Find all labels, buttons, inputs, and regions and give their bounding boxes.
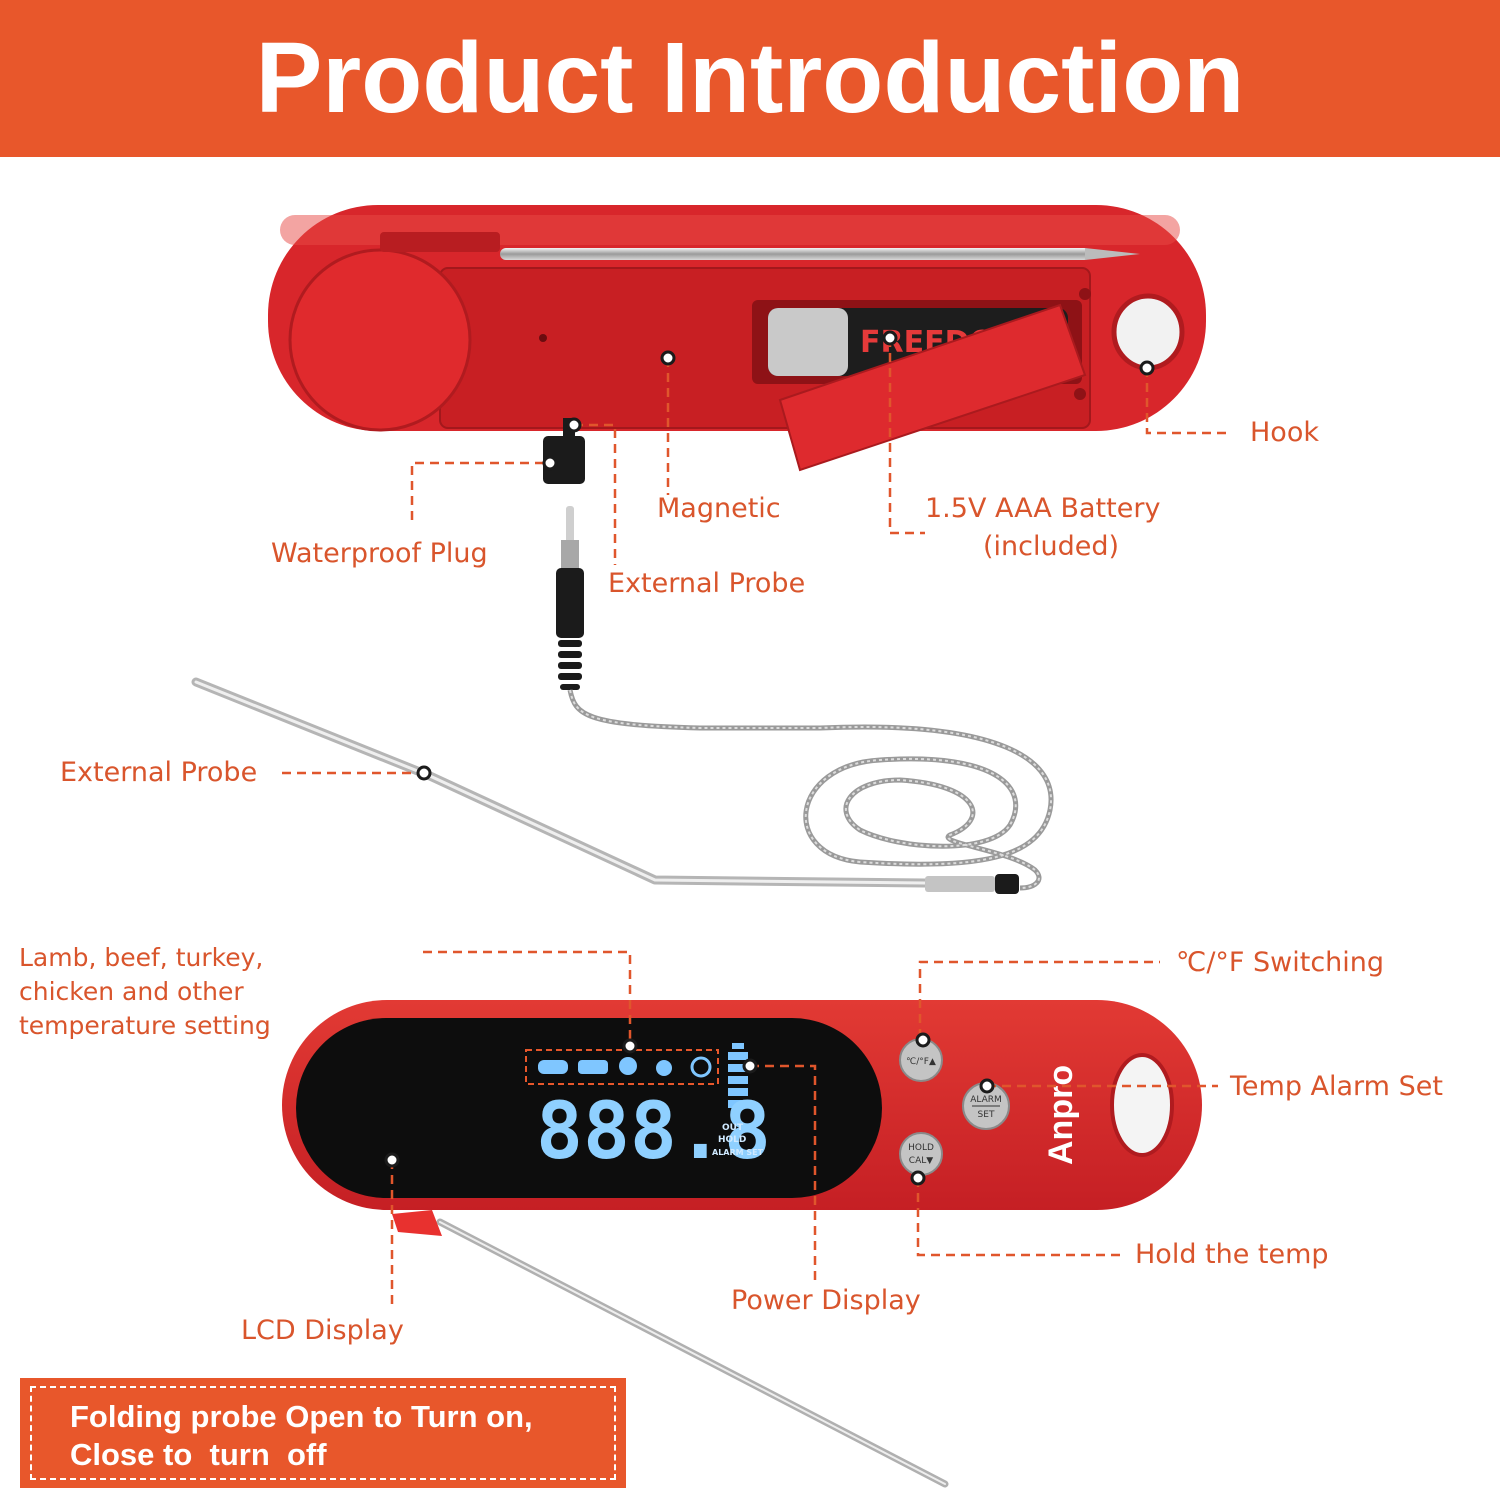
external-probe-assembly	[191, 506, 1054, 894]
braided-cable	[567, 689, 1054, 891]
temperature-setting-label-line2: chicken and other	[19, 977, 244, 1006]
hold-button-label-bottom: CAL▼	[909, 1156, 933, 1166]
lcd-hold-indicator: HOLD	[718, 1135, 746, 1145]
beef-icon	[578, 1060, 608, 1074]
probe-holder	[380, 232, 500, 252]
lcd-out-indicator: OUT	[722, 1123, 744, 1133]
notice-line-2: Close to turn off	[70, 1437, 327, 1472]
notice-dashed-box: Folding probe Open to Turn on, Close to …	[30, 1386, 616, 1480]
title-banner: Product Introduction	[0, 0, 1500, 157]
battery-cap	[768, 308, 848, 376]
lcd-temperature-digits: 888.8	[536, 1087, 771, 1177]
folding-probe-notice: Folding probe Open to Turn on, Close to …	[20, 1378, 626, 1488]
lamb-icon	[538, 1060, 568, 1074]
folded-probe	[500, 248, 1090, 260]
hook-hole	[1111, 293, 1185, 371]
temp-alarm-set-label: Temp Alarm Set	[1230, 1071, 1443, 1102]
waterproof-plug-label: Waterproof Plug	[271, 538, 488, 569]
chicken-icon	[656, 1060, 672, 1076]
unit-switch-button-label: ℃/°F▲	[906, 1057, 936, 1067]
temperature-setting-label-line1: Lamb, beef, turkey,	[19, 943, 264, 972]
leader-lines	[282, 338, 1232, 1305]
audio-jack-tip	[566, 506, 574, 546]
front-hook-hole	[1110, 1053, 1174, 1157]
folded-probe-tip	[1085, 248, 1140, 260]
thermometer-back-view: FREEDO	[268, 205, 1206, 484]
audio-jack-body	[556, 568, 584, 638]
external-probe-needle	[191, 677, 930, 888]
brand-logo: Anpro	[1042, 1065, 1080, 1165]
meat-icons-box	[525, 1049, 719, 1085]
page-title: Product Introduction	[255, 22, 1245, 134]
battery-label-line1: 1.5V AAA Battery	[925, 493, 1161, 524]
callout-dots	[384, 330, 1155, 1186]
hold-cal-button[interactable]	[899, 1132, 943, 1176]
probe-handle-ferrule	[925, 876, 995, 892]
alarm-button-label-bottom: SET	[978, 1110, 995, 1120]
external-probe-left-label: External Probe	[60, 757, 258, 788]
magnetic-label: Magnetic	[657, 493, 781, 524]
hold-button-label-top: HOLD	[908, 1143, 934, 1153]
battery-cover	[778, 303, 1087, 472]
device-back-highlight	[280, 215, 1180, 245]
waterproof-plug	[543, 436, 585, 484]
temperature-setting-label-line3: temperature setting	[19, 1011, 271, 1040]
battery-label-line2: (included)	[983, 531, 1120, 562]
settings-gear-icon	[690, 1056, 712, 1078]
hook-label: Hook	[1250, 417, 1319, 448]
battery-level-icon	[728, 1043, 748, 1108]
turkey-icon	[619, 1057, 637, 1075]
folding-hinge	[288, 248, 472, 432]
probe-hinge	[392, 1210, 442, 1236]
notice-line-1: Folding probe Open to Turn on,	[70, 1399, 533, 1434]
external-probe-top-label: External Probe	[608, 568, 806, 599]
lcd-screen	[296, 1018, 882, 1198]
alarm-button-label-top: ALARM	[970, 1095, 1002, 1105]
lcd-display-label: LCD Display	[241, 1315, 404, 1346]
thermometer-front-view: 888.8 OUT HOLD ALARM SET ℃/°F▲ ALARM SET…	[282, 1000, 1202, 1488]
power-display-label: Power Display	[731, 1285, 921, 1316]
probe-handle-end	[995, 874, 1019, 894]
hold-the-temp-label: Hold the temp	[1135, 1239, 1329, 1270]
lcd-alarm-set-indicator: ALARM SET	[712, 1148, 764, 1157]
unit-switching-label: ℃/°F Switching	[1176, 947, 1385, 978]
